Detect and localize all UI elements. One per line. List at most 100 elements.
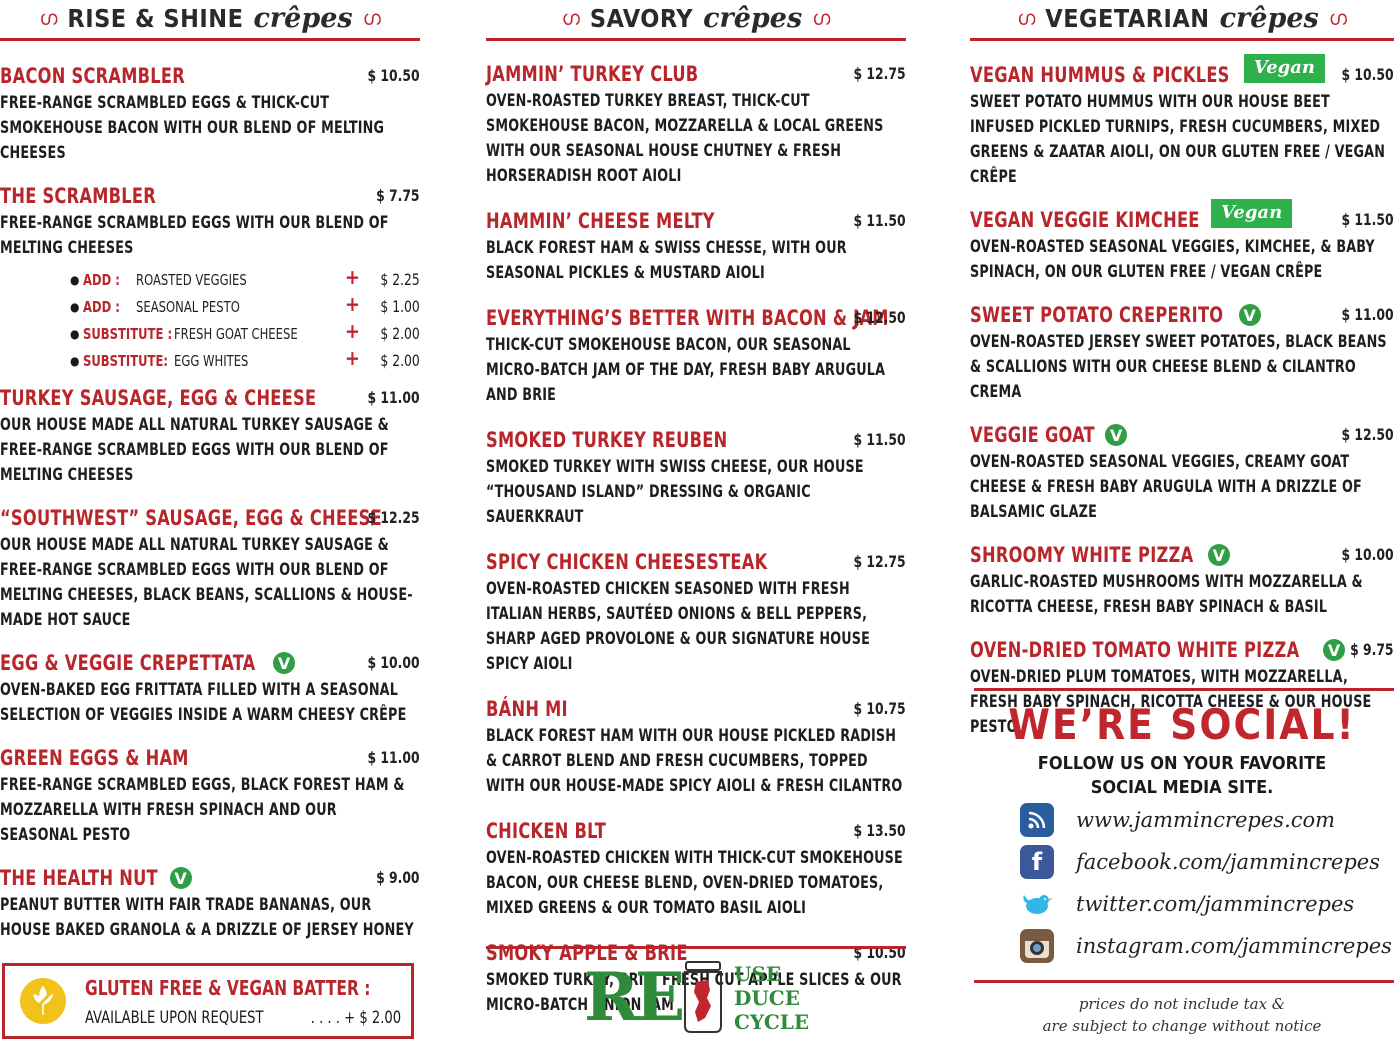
item-name: VEGAN VEGGIE KIMCHEE xyxy=(970,208,1200,232)
rise-shine-header: ഗ RISE & SHINE crêpes ഗ xyxy=(0,0,420,36)
item-description: BLACK FOREST HAM WITH OUR HOUSE PICKLED … xyxy=(486,726,903,795)
item-name: CHICKEN BLT xyxy=(486,819,607,843)
rise-shine-column: ഗ RISE & SHINE crêpes ഗ BACON SCRAMBLER … xyxy=(0,0,420,942)
item-price: $ 12.75 xyxy=(853,64,906,83)
menu-item: BACON SCRAMBLER $ 10.50 FREE-RANGE SCRAM… xyxy=(0,62,420,165)
social-link-instagram[interactable]: instagram.com/jammincrepes xyxy=(1020,926,1392,966)
item-description: GARLIC-ROASTED MUSHROOMS WITH MOZZARELLA… xyxy=(970,572,1363,616)
addon-price: $ 1.00 xyxy=(380,297,420,316)
item-description: OVEN-ROASTED TURKEY BREAST, THICK-CUT SM… xyxy=(486,91,884,185)
item-price: $ 12.50 xyxy=(853,308,906,327)
gluten-free-wheat-icon xyxy=(20,978,66,1024)
section-divider xyxy=(0,38,420,41)
section-divider xyxy=(974,688,1394,691)
logo-word: CYCLE xyxy=(734,1010,810,1034)
item-description: OVEN-ROASTED CHICKEN WITH THICK-CUT SMOK… xyxy=(486,848,903,917)
swirl-ornament-icon: ഗ xyxy=(812,6,831,30)
menu-item: SHROOMY WHITE PIZZA V $ 10.00 GARLIC-ROA… xyxy=(970,541,1394,619)
menu-item: VEGAN HUMMUS & PICKLES Vegan $ 10.50 SWE… xyxy=(970,53,1394,189)
swirl-ornament-icon: ഗ xyxy=(39,6,58,30)
menu-item: “SOUTHWEST” SAUSAGE, EGG & CHEESE $ 12.2… xyxy=(0,504,420,632)
item-name: GREEN EGGS & HAM xyxy=(0,746,189,770)
rss-icon xyxy=(1020,803,1054,837)
section-divider xyxy=(486,946,906,949)
item-description: OVEN-ROASTED SEASONAL VEGGIES, CREAMY GO… xyxy=(970,452,1362,521)
item-price: $ 10.50 xyxy=(367,66,420,85)
social-link-twitter[interactable]: twitter.com/jammincrepes xyxy=(1020,884,1354,924)
menu-item: OVEN-DRIED TOMATO WHITE PIZZA V $ 9.75 O… xyxy=(970,636,1394,739)
addon-value: FRESH GOAT CHEESE xyxy=(174,324,298,343)
addon-row: ● ADD : SEASONAL PESTO + $ 1.00 xyxy=(70,292,420,316)
swirl-ornament-icon: ഗ xyxy=(561,6,580,30)
logo-mark: RE xyxy=(584,958,685,1036)
item-price: $ 10.00 xyxy=(1341,545,1394,564)
section-title: SAVORY xyxy=(589,3,694,33)
addon-key: SUBSTITUTE : xyxy=(83,324,173,343)
menu-item: SMOKED TURKEY REUBEN $ 11.50 SMOKED TURK… xyxy=(486,426,906,529)
item-name: BACON SCRAMBLER xyxy=(0,64,186,88)
addon-price: $ 2.00 xyxy=(380,351,420,370)
gluten-free-title: GLUTEN FREE & VEGAN BATTER : xyxy=(85,976,371,1000)
vegetarian-header: ഗ VEGETARIAN crêpes ഗ xyxy=(970,0,1394,36)
section-title-script: crêpes xyxy=(703,2,803,34)
social-link-text[interactable]: www.jammincrepes.com xyxy=(1076,808,1336,832)
savory-column: ഗ SAVORY crêpes ഗ JAMMIN’ TURKEY CLUB $ … xyxy=(486,0,906,1017)
item-price: $ 11.00 xyxy=(367,748,420,767)
item-name: “SOUTHWEST” SAUSAGE, EGG & CHEESE xyxy=(0,506,382,530)
item-description: OVEN-ROASTED SEASONAL VEGGIES, KIMCHEE, … xyxy=(970,237,1375,281)
item-description: OVEN-ROASTED CHICKEN SEASONED WITH FRESH… xyxy=(486,579,871,673)
vegetarian-icon: V xyxy=(1238,304,1261,326)
gluten-free-subtitle: AVAILABLE UPON REQUEST xyxy=(85,1008,264,1028)
item-price: $ 11.00 xyxy=(367,388,420,407)
social-link-text[interactable]: instagram.com/jammincrepes xyxy=(1076,934,1392,958)
addon-price: $ 2.00 xyxy=(380,324,420,343)
item-description: FREE-RANGE SCRAMBLED EGGS & THICK-CUT SM… xyxy=(0,93,385,162)
social-link-text[interactable]: twitter.com/jammincrepes xyxy=(1076,892,1355,916)
social-link-facebook[interactable]: f facebook.com/jammincrepes xyxy=(1020,842,1380,882)
social-link-website[interactable]: www.jammincrepes.com xyxy=(1020,800,1335,840)
item-price: $ 10.00 xyxy=(367,653,420,672)
item-description: OVEN-BAKED EGG FRITTATA FILLED WITH A SE… xyxy=(0,680,407,724)
item-name: OVEN-DRIED TOMATO WHITE PIZZA xyxy=(970,638,1300,662)
section-title: RISE & SHINE xyxy=(67,3,244,33)
instagram-icon xyxy=(1020,929,1054,963)
addon-row: ● ADD : ROASTED VEGGIES + $ 2.25 xyxy=(70,265,420,289)
swirl-ornament-icon: ഗ xyxy=(1017,6,1036,30)
item-name: SMOKED TURKEY REUBEN xyxy=(486,428,728,452)
menu-item: VEGGIE GOAT V $ 12.50 OVEN-ROASTED SEASO… xyxy=(970,421,1394,524)
menu-item: THE SCRAMBLER $ 7.75 FREE-RANGE SCRAMBLE… xyxy=(0,182,420,260)
item-price: $ 11.00 xyxy=(1341,305,1394,324)
addon-key: ADD : xyxy=(83,270,121,289)
savory-header: ഗ SAVORY crêpes ഗ xyxy=(486,0,906,36)
item-name: THE HEALTH NUT xyxy=(0,866,158,890)
item-description: OUR HOUSE MADE ALL NATURAL TURKEY SAUSAG… xyxy=(0,415,389,484)
section-title: VEGETARIAN xyxy=(1045,3,1210,33)
item-price: $ 9.00 xyxy=(376,868,420,887)
menu-item: GREEN EGGS & HAM $ 11.00 FREE-RANGE SCRA… xyxy=(0,744,420,847)
vegetarian-icon: V xyxy=(1323,639,1346,661)
logo-word: USE xyxy=(734,962,782,986)
addon-price: $ 2.25 xyxy=(380,270,420,289)
social-subtitle: FOLLOW US ON YOUR FAVORITE SOCIAL MEDIA … xyxy=(1037,753,1327,798)
social-link-text[interactable]: facebook.com/jammincrepes xyxy=(1076,850,1380,874)
item-description: FREE-RANGE SCRAMBLED EGGS, BLACK FOREST … xyxy=(0,775,405,844)
menu-item: HAMMIN’ CHEESE MELTY $ 11.50 BLACK FORES… xyxy=(486,207,906,285)
item-name: VEGAN HUMMUS & PICKLES xyxy=(970,63,1230,87)
twitter-icon xyxy=(1020,887,1054,921)
plus-icon: + xyxy=(344,319,360,343)
gluten-free-box: GLUTEN FREE & VEGAN BATTER : AVAILABLE U… xyxy=(2,963,414,1039)
item-description: OVEN-DRIED PLUM TOMATOES, WITH MOZZARELL… xyxy=(970,667,1372,736)
menu-item: VEGAN VEGGIE KIMCHEE Vegan $ 11.50 OVEN-… xyxy=(970,198,1394,284)
swirl-ornament-icon: ഗ xyxy=(362,6,381,30)
item-description: THICK-CUT SMOKEHOUSE BACON, OUR SEASONAL… xyxy=(486,335,886,404)
addon-value: SEASONAL PESTO xyxy=(136,297,240,316)
menu-item: EGG & VEGGIE CREPETTATA V $ 10.00 OVEN-B… xyxy=(0,649,420,727)
menu-item: JAMMIN’ TURKEY CLUB $ 12.75 OVEN-ROASTED… xyxy=(486,60,906,188)
vegetarian-icon: V xyxy=(1207,544,1230,566)
addon-row: ● SUBSTITUTE : FRESH GOAT CHEESE + $ 2.0… xyxy=(70,319,420,343)
vegetarian-icon: V xyxy=(1105,424,1128,446)
item-name: EVERYTHING’S BETTER WITH BACON & JAM xyxy=(486,306,889,330)
item-name: SMOKY APPLE & BRIE xyxy=(486,941,688,965)
section-divider xyxy=(974,980,1394,983)
item-name: SWEET POTATO CREPERITO xyxy=(970,303,1224,327)
